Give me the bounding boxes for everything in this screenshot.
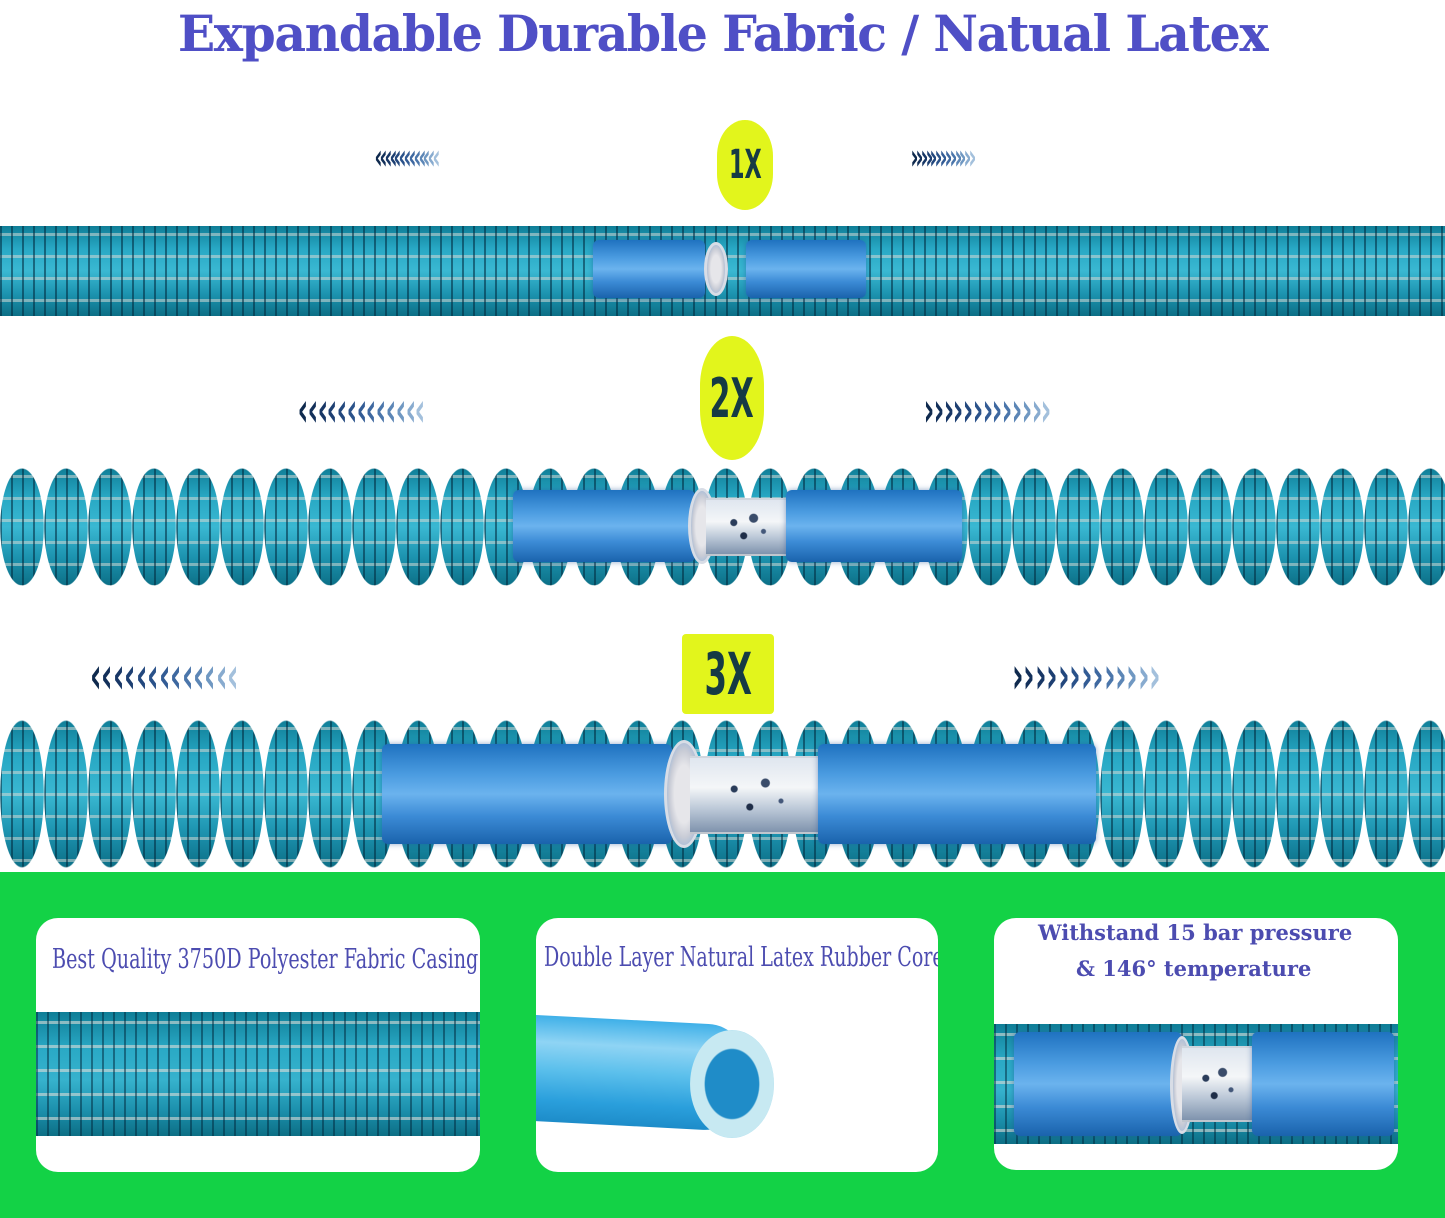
inner-tube-right	[1252, 1032, 1394, 1136]
feature-panel: Best Quality 3750D Polyester Fabric Casi…	[0, 872, 1445, 1218]
latex-core-opening	[690, 1030, 774, 1138]
left-arrows-icon: ‹‹‹‹‹‹‹‹‹‹‹‹‹	[374, 137, 441, 178]
feature-card-latex-core: Double Layer Natural Latex Rubber Core	[536, 918, 938, 1172]
tube-opening	[704, 242, 728, 296]
inner-tube-left	[382, 744, 672, 844]
stretch-badge-2x: 2X	[700, 336, 764, 460]
feature-card-pressure: Withstand 15 bar pressure & 146° tempera…	[994, 918, 1398, 1170]
stretch-badge-1x: 1X	[717, 120, 773, 210]
feature-caption-line1: Withstand 15 bar pressure	[1038, 920, 1353, 945]
left-arrows-icon: ‹‹‹‹‹‹‹‹‹‹‹‹‹	[297, 382, 426, 438]
page-title: Expandable Durable Fabric / Natual Latex	[177, 4, 1269, 63]
feature-card-fabric: Best Quality 3750D Polyester Fabric Casi…	[36, 918, 480, 1172]
inner-tube-left	[593, 240, 705, 298]
inner-tube-right	[818, 744, 1096, 844]
left-arrows-icon: ‹‹‹‹‹‹‹‹‹‹‹‹‹	[89, 646, 239, 706]
feature-caption-line2: & 146° temperature	[1076, 956, 1312, 981]
feature-caption: Best Quality 3750D Polyester Fabric Casi…	[52, 944, 479, 975]
water-flow-image	[706, 498, 788, 556]
inner-tube-left	[513, 490, 695, 562]
stretch-badge-3x: 3X	[682, 634, 774, 714]
water-flow-image	[1182, 1046, 1252, 1122]
inner-tube-right	[786, 490, 962, 562]
inner-tube-left	[1014, 1032, 1182, 1136]
inner-tube-right	[746, 240, 866, 298]
right-arrows-icon: ›››››››››››››	[923, 382, 1052, 438]
right-arrows-icon: ›››››››››››››	[1011, 646, 1161, 706]
feature-caption: Double Layer Natural Latex Rubber Core	[544, 942, 938, 973]
water-flow-image	[690, 756, 820, 834]
fabric-casing-image	[36, 1012, 480, 1136]
right-arrows-icon: ›››››››››››››	[910, 137, 977, 178]
